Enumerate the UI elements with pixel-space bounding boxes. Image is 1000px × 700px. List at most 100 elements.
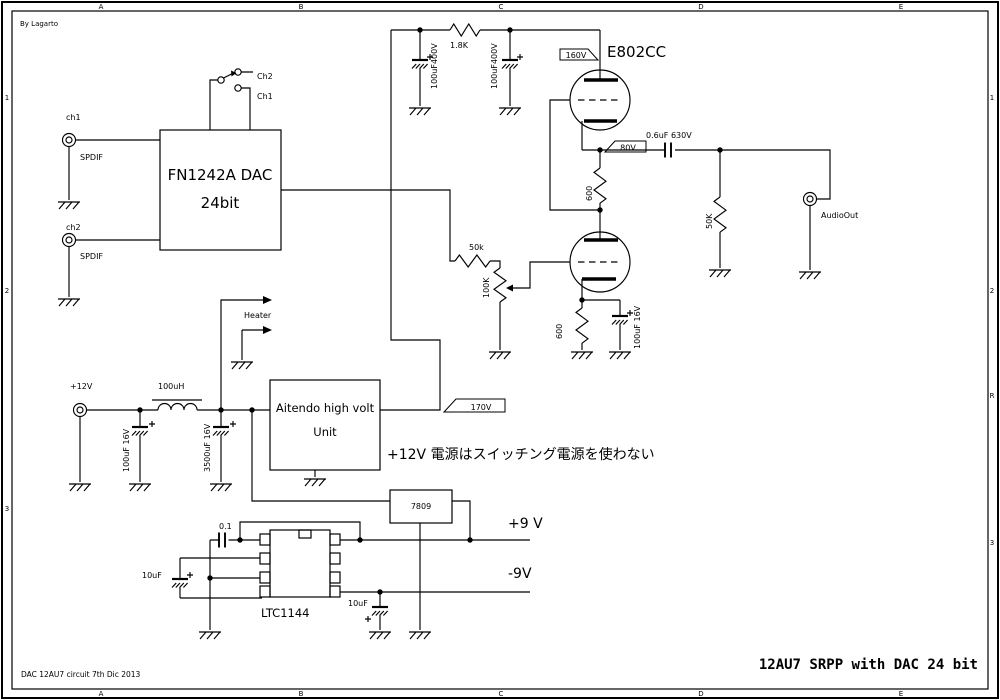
filter-inductor [157,402,198,411]
frame-col-a-bottom: A [99,690,104,698]
ground-symbol [408,631,432,640]
frame-col-e-top: E [899,3,903,11]
cap-polarity-mark [187,572,193,578]
ch2-label: ch2 [66,223,81,232]
dc-input-connector [72,402,88,418]
frame-col-c-top: C [499,3,504,11]
frame-rev-mark: R [990,392,995,400]
pump-cap [218,531,226,549]
channel-select-switch: Ch2 Ch1 [209,68,273,130]
pump-cap-label: 0.1 [219,522,232,531]
ground-symbol [68,483,92,492]
hv-unit-name: Aitendo high volt [276,401,375,415]
psu-warning-note: +12V 電源はスイッチング電源を使わない [387,446,655,463]
plate-resistor-label: 1.8K [450,41,469,50]
bulk-filter-cap [211,425,231,437]
input-filter-cap-label: 100uF 16V [122,428,131,472]
dac-outline [159,129,282,251]
p12v-label: +12V [70,382,93,391]
ic-body [269,529,331,598]
inductor-label: 100uH [158,382,184,391]
junction-dot [218,407,224,413]
psu9-wires [179,500,530,630]
dac-name: FN1242A DAC [168,166,273,184]
p9v-label: +9 V [508,516,543,532]
frame-col-c-bottom: C [499,690,504,698]
switch-contact-ch1 [234,84,242,92]
frame-row-2-right: 2 [990,287,994,295]
hv-cap-polarity-marks [427,54,523,60]
srpp-network: 600 600 100uF 16V [549,99,642,360]
volume-pot-label: 100K [482,277,491,298]
switch-ch2-label: Ch2 [257,72,273,81]
cathode-cap-polarity [627,310,633,316]
regulator-label: 7809 [411,502,431,511]
pump-reservoir-cap-1 [170,577,190,589]
drawing-title: 12AU7 SRPP with DAC 24 bit [759,657,978,673]
ic-pin-2 [259,552,271,565]
flag-170v [442,398,506,413]
switch-pole [217,76,225,84]
ic-pin-5 [329,585,341,598]
frame-col-e-bottom: E [899,690,903,698]
frame-row-2-left: 2 [5,287,9,295]
switch-contact-ch2 [234,68,242,76]
frame-col-b-bottom: B [299,690,304,698]
output-wires [600,149,831,270]
dac-block: FN1242A DAC 24bit [159,129,282,251]
junction-dot [357,537,363,543]
pump-reservoir-cap-2 [370,605,390,617]
coupling-cap [664,141,672,159]
ic-pin-8 [329,533,341,546]
lower-cathode-resistor-label: 600 [555,324,564,339]
ch1-wires [68,139,160,200]
frame-col-d-top: D [698,3,703,11]
ic-notch [298,529,312,539]
regulator-outline [389,489,453,524]
ground-symbol [488,351,512,360]
frame-row-1-left: 1 [5,94,9,102]
rca-connector-ch2 [61,232,77,248]
psu-9v-section: 7809 0.1 LTC1144 10uF 10uF +9 V -9V [142,489,543,640]
switch-wires [209,71,253,130]
grid-input-network: 50k 100K [281,189,570,360]
ground-symbol [570,351,594,360]
load-resistor [713,196,727,233]
ground-symbol [198,631,222,640]
junction-dot [417,27,423,33]
ground-symbol [303,478,327,487]
ic-label: LTC1144 [261,606,309,620]
ch2-wires [68,239,160,297]
ch1-label: ch1 [66,113,81,122]
frame-col-d-bottom: D [698,690,703,698]
output-network: 0.6uF 630V 50K AudioOut [600,131,858,280]
ground-symbol [708,269,732,278]
ground-symbol [57,201,81,210]
upper-cathode-resistor [593,167,607,204]
grid-series-resistor [454,254,491,268]
junction-dot [717,147,723,153]
pump-cap-1-label: 10uF [142,571,162,580]
hv-cap-1-label: 100uF400V [430,43,439,89]
ground-symbol [408,107,432,116]
heater-label: Heater [244,311,272,320]
lower-cathode-wires [581,279,621,350]
junction-dot [137,407,143,413]
author-note: By Lagarto [20,20,58,28]
input-wires [281,189,570,350]
heater-arrow-2 [263,326,272,334]
srpp-wires [549,99,601,240]
ic-pin-3 [259,571,271,584]
volume-pot [493,267,507,303]
lower-cathode-resistor [575,307,589,344]
hv-rail: 1.8K 100uF400V 100uF400V [380,22,601,411]
pump-cap-2-label: 10uF [348,599,368,608]
ic-pin-6 [329,571,341,584]
audio-out-label: AudioOut [821,211,858,220]
ground-symbol [608,351,632,360]
cathode-bypass-cap [610,314,630,326]
upper-cathode-resistor-label: 600 [585,186,594,201]
frame-col-a-top: A [99,3,104,11]
junction-dot [467,537,473,543]
